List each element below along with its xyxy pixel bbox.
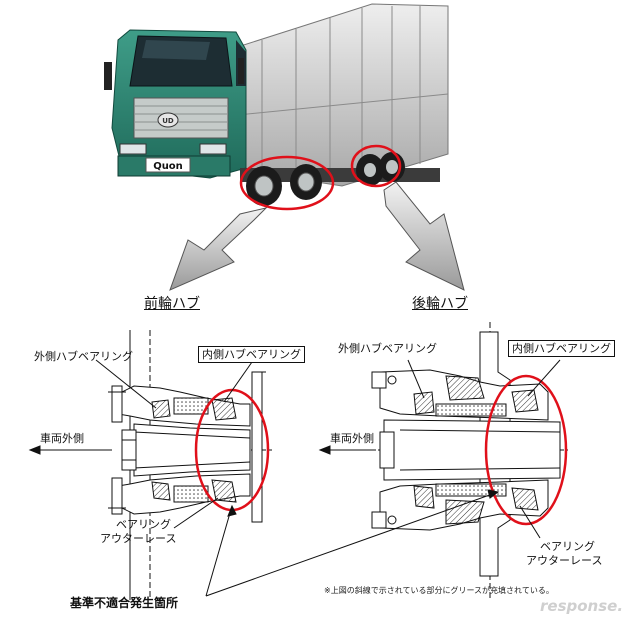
left-headlight xyxy=(119,143,147,155)
rear-inner-bearing-highlight xyxy=(484,374,568,526)
cargo-box xyxy=(227,3,449,187)
rear-outer-race-label-line2: アウターレース xyxy=(526,554,603,567)
rear-hub-section xyxy=(371,322,568,600)
front-hub-arrow xyxy=(169,207,268,291)
badge-plate xyxy=(145,157,191,173)
truck-illustration: UD Quon xyxy=(104,3,449,211)
rear-hub-title: 後輪ハブ xyxy=(412,296,468,312)
grille xyxy=(133,97,229,139)
front-hub-highlight xyxy=(239,155,335,211)
rear-outer-race-label-line1: ベアリング xyxy=(540,540,595,553)
front-hub-section xyxy=(108,330,272,600)
left-mirror xyxy=(104,62,112,90)
front-vehicle-outside-label: 車両外側 xyxy=(40,432,84,445)
front-wheels xyxy=(246,164,322,206)
right-headlight xyxy=(199,143,227,155)
front-outer-race-label-line1: ベアリング xyxy=(116,518,171,531)
cargo-ribs xyxy=(227,6,449,183)
front-inner-bearing-label: 内側ハブベアリング xyxy=(198,346,305,363)
defect-location-label: 基準不適合発生箇所 xyxy=(70,596,179,610)
defect-callout-lines xyxy=(205,489,500,597)
rear-hub-highlight xyxy=(350,144,402,188)
front-hub-title: 前輪ハブ xyxy=(144,296,200,312)
badge-text: Quon xyxy=(153,161,183,172)
watermark-logo: response. xyxy=(540,597,624,615)
svg-text:UD: UD xyxy=(162,117,174,125)
grease-footnote: ※上図の斜線で示されている部分にグリースが充填されている。 xyxy=(324,586,554,595)
front-outer-race-label-line2: アウターレース xyxy=(100,532,177,545)
rear-inner-bearing-label: 内側ハブベアリング xyxy=(508,340,615,357)
rear-vehicle-outside-label: 車両外側 xyxy=(330,432,374,445)
brand-emblem-icon xyxy=(157,112,179,128)
front-outer-bearing-label: 外側ハブベアリング xyxy=(34,350,133,363)
rear-hub-arrow xyxy=(383,181,465,291)
right-mirror xyxy=(238,58,244,84)
rear-outer-bearing-label: 外側ハブベアリング xyxy=(338,342,437,355)
